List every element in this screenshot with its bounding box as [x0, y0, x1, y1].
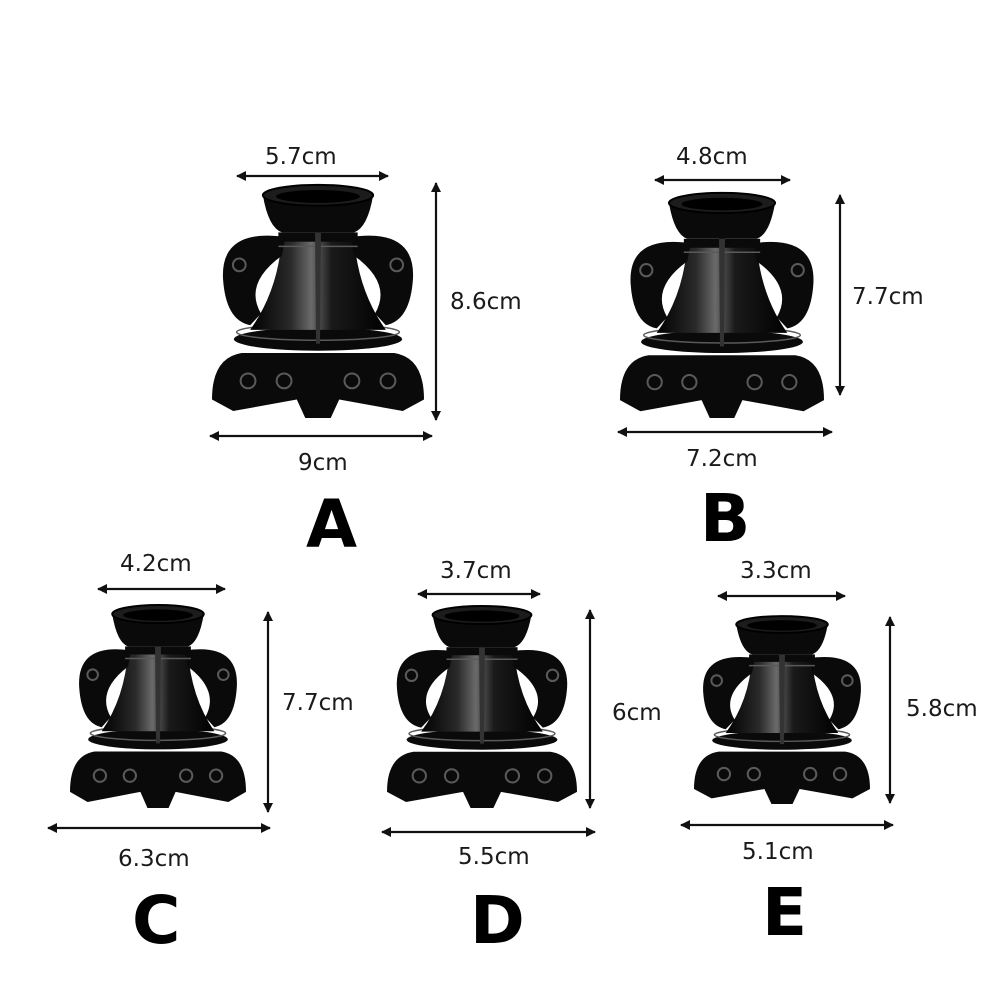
e-base-width-label: 5.1cm [742, 839, 814, 865]
d-base-width-label: 5.5cm [458, 844, 530, 870]
a-base-width-label: 9cm [298, 450, 348, 476]
d-top-width-label: 3.7cm [440, 558, 512, 584]
b-variant-letter: B [700, 480, 751, 557]
b-top-width-label: 4.8cm [676, 144, 748, 170]
c-height-label: 7.7cm [282, 690, 354, 716]
d-height-label: 6cm [612, 700, 662, 726]
e-top-width-label: 3.3cm [740, 558, 812, 584]
e-variant-letter: E [762, 874, 808, 951]
d-stand-image [387, 604, 577, 808]
b-stand-image [620, 191, 824, 418]
e-stand-image [694, 615, 870, 804]
c-stand-image [70, 603, 246, 808]
d-variant-letter: D [470, 882, 525, 959]
c-base-width-label: 6.3cm [118, 846, 190, 872]
c-top-width-label: 4.2cm [120, 551, 192, 577]
a-variant-letter: A [306, 486, 358, 563]
b-height-label: 7.7cm [852, 284, 924, 310]
c-variant-letter: C [132, 882, 181, 959]
a-stand-image [212, 183, 424, 418]
a-height-label: 8.6cm [450, 289, 522, 315]
a-top-width-label: 5.7cm [265, 144, 337, 170]
e-height-label: 5.8cm [906, 696, 978, 722]
b-base-width-label: 7.2cm [686, 446, 758, 472]
